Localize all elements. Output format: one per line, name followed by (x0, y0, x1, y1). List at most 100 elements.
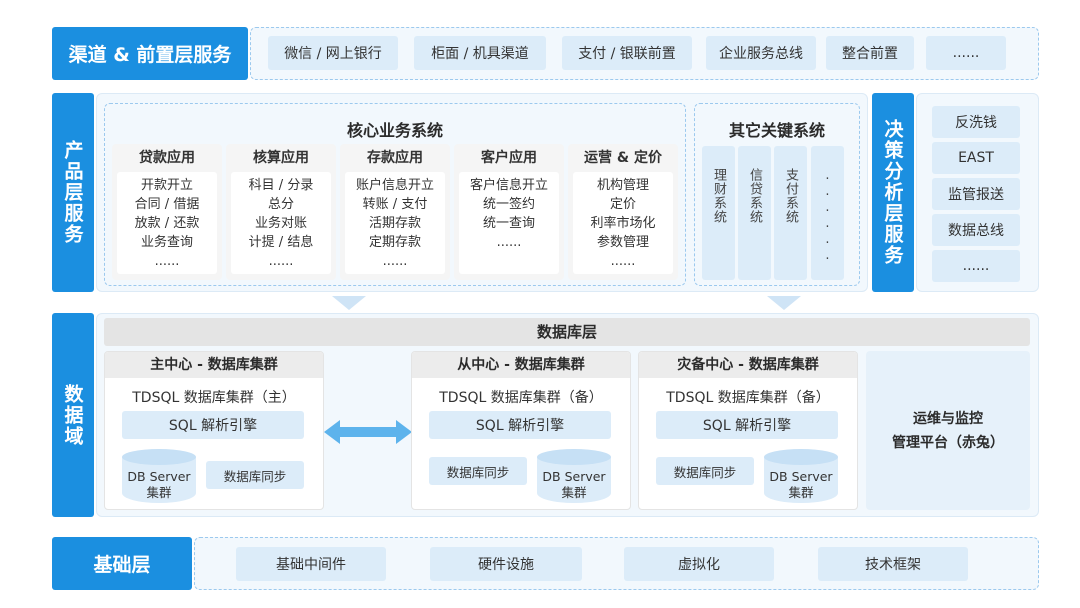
sync-double-arrow-icon (324, 420, 412, 444)
core-card-body: 科目 / 分录总分业务对账计提 / 结息...... (231, 172, 331, 274)
core-card-line: 放款 / 还款 (134, 216, 200, 231)
core-card-title: 客户应用 (481, 150, 537, 166)
core-card-body: 账户信息开立转账 / 支付活期存款定期存款...... (345, 172, 445, 274)
core-card-line: 业务对账 (254, 216, 307, 231)
main-db-sync: 数据库同步 (206, 461, 304, 489)
core-card-line: 计提 / 结息 (248, 235, 314, 250)
other-system-panel (694, 103, 860, 286)
channel-item-payment: 支付 / 银联前置 (562, 36, 692, 70)
core-card-line: 机构管理 (596, 178, 649, 193)
core-card-line: 统一查询 (482, 216, 535, 231)
product-layer-label: 产品层服务 (61, 140, 84, 245)
core-card-line: ...... (496, 235, 522, 250)
data-layer-title: 数据域 (52, 313, 94, 517)
core-card-title: 运营 & 定价 (584, 150, 662, 166)
product-layer-title: 产品层服务 (52, 93, 94, 292)
base-item-hardware: 硬件设施 (430, 547, 582, 581)
core-card-deposit: 存款应用账户信息开立转账 / 支付活期存款定期存款...... (340, 144, 450, 280)
core-card-loan: 贷款应用开款开立合同 / 借据放款 / 还款业务查询...... (112, 144, 222, 280)
secondary-sql-engine: SQL 解析引擎 (429, 411, 611, 439)
disaster-cluster-label: TDSQL 数据库集群（备） (666, 390, 830, 406)
main-db-line2: 集群 (146, 485, 172, 500)
channel-item-esb: 企业服务总线 (706, 36, 816, 70)
wealth-system-label: 理财系统 (711, 168, 726, 224)
disaster-sql-engine: SQL 解析引擎 (656, 411, 838, 439)
secondary-db-line1: DB Server (542, 469, 606, 484)
credit-system-label: 信贷系统 (747, 168, 762, 224)
channel-item-more: ...... (926, 36, 1006, 70)
core-card-line: 定价 (609, 197, 636, 212)
main-cluster-label: TDSQL 数据库集群（主） (132, 390, 296, 406)
other-system-wealth: 理财系统 (702, 146, 735, 280)
more-system-label: ...... (820, 168, 835, 264)
secondary-db-sync: 数据库同步 (429, 457, 527, 485)
main-db-line1: DB Server (127, 469, 191, 484)
decision-layer-title: 决策分析层服务 (872, 93, 914, 292)
decision-layer-label: 决策分析层服务 (881, 119, 904, 266)
core-card-line: 开款开立 (140, 178, 193, 193)
core-card-line: 合同 / 借据 (134, 197, 200, 212)
core-card-title: 存款应用 (367, 150, 423, 166)
channel-item-wechat: 微信 / 网上银行 (268, 36, 398, 70)
database-layer-header: 数据库层 (104, 318, 1030, 346)
other-system-more: ...... (811, 146, 844, 280)
disaster-db-sync: 数据库同步 (656, 457, 754, 485)
core-card-line: ...... (610, 254, 636, 269)
core-card-line: 业务查询 (140, 235, 193, 250)
core-card-title: 核算应用 (253, 150, 309, 166)
data-layer-label: 数据域 (61, 383, 84, 447)
base-item-middleware: 基础中间件 (236, 547, 386, 581)
core-card-line: 利率市场化 (590, 216, 656, 231)
disaster-db-line1: DB Server (769, 469, 833, 484)
core-card-body: 机构管理定价利率市场化参数管理...... (573, 172, 673, 274)
core-card-line: 统一签约 (482, 197, 535, 212)
decision-item-east: EAST (932, 142, 1020, 174)
ops-platform-line1: 运维与监控 (913, 410, 983, 427)
ops-platform-line2: 管理平台（赤兔） (892, 434, 1004, 451)
core-card-line: 科目 / 分录 (248, 178, 314, 193)
other-system-title: 其它关键系统 (728, 121, 825, 140)
base-item-virtualization: 虚拟化 (624, 547, 774, 581)
base-layer-title: 基础层 (52, 537, 192, 590)
channel-layer-title: 渠道 & 前置层服务 (52, 27, 248, 80)
payment-system-label: 支付系统 (783, 168, 798, 224)
other-system-credit: 信贷系统 (738, 146, 771, 280)
core-card-line: 账户信息开立 (355, 178, 434, 193)
core-card-line: 定期存款 (368, 235, 421, 250)
core-card-line: 总分 (267, 197, 294, 212)
core-card-body: 开款开立合同 / 借据放款 / 还款业务查询...... (117, 172, 217, 274)
core-card-title: 贷款应用 (139, 150, 195, 166)
disaster-db-top (764, 449, 838, 465)
main-center-title: 主中心 - 数据库集群 (105, 352, 323, 378)
core-card-line: ...... (382, 254, 408, 269)
secondary-db-line2: 集群 (561, 485, 587, 500)
connector-arrow-right (767, 296, 801, 310)
core-card-line: 转账 / 支付 (362, 197, 428, 212)
core-card-line: 活期存款 (368, 216, 421, 231)
core-system-title: 核心业务系统 (346, 121, 443, 140)
base-item-framework: 技术框架 (818, 547, 968, 581)
secondary-cluster-label: TDSQL 数据库集群（备） (439, 390, 603, 406)
main-db-top (122, 449, 196, 465)
other-system-payment: 支付系统 (774, 146, 807, 280)
core-card-accounting: 核算应用科目 / 分录总分业务对账计提 / 结息...... (226, 144, 336, 280)
ops-platform-card: 运维与监控 管理平台（赤兔） (866, 351, 1030, 510)
disaster-db-line2: 集群 (788, 485, 814, 500)
core-card-line: ...... (268, 254, 294, 269)
core-card-line: ...... (154, 254, 180, 269)
core-card-line: 参数管理 (596, 235, 649, 250)
connector-arrow-left (332, 296, 366, 310)
channel-item-integration: 整合前置 (826, 36, 914, 70)
core-system-panel (104, 103, 686, 286)
decision-item-aml: 反洗钱 (932, 106, 1020, 138)
decision-item-more: ...... (932, 250, 1020, 282)
core-card-customer: 客户应用客户信息开立统一签约统一查询...... (454, 144, 564, 280)
main-sql-engine: SQL 解析引擎 (122, 411, 304, 439)
disaster-center-title: 灾备中心 - 数据库集群 (639, 352, 857, 378)
